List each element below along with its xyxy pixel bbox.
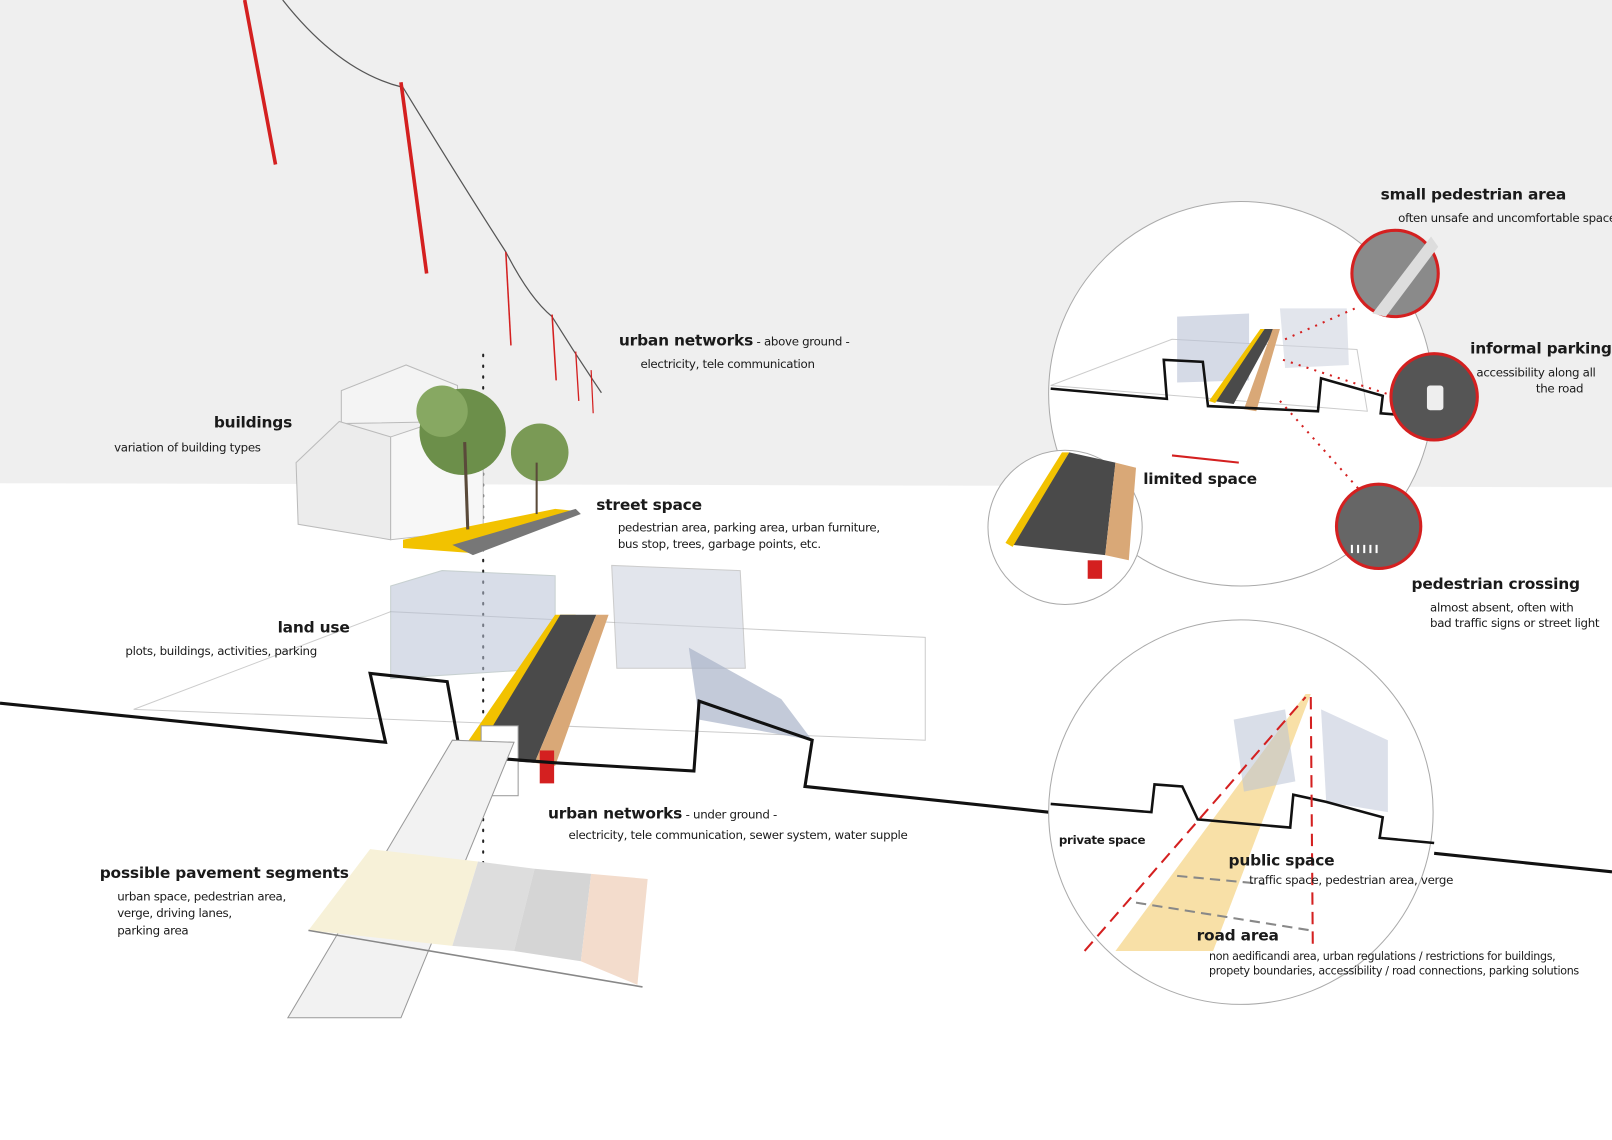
- red-dotted-callout-lines: [1279, 307, 1394, 500]
- desc-urban-networks-above: electricity, tele communication: [640, 356, 815, 372]
- desc-pedestrian-crossing-2: bad traffic signs or street light: [1430, 615, 1600, 631]
- desc-urban-networks-under: electricity, tele communication, sewer s…: [568, 827, 908, 842]
- desc-street-space-1: pedestrian area, parking area, urban fur…: [617, 520, 880, 535]
- detail-circle-informal-parking: [1389, 352, 1479, 442]
- desc-pavement-3: parking area: [117, 923, 189, 938]
- detail-circle-small-pedestrian: [1350, 228, 1440, 319]
- desc-public-space: traffic space, pedestrian area, verge: [1249, 872, 1454, 888]
- label-road-area: road area: [1196, 926, 1279, 945]
- label-buildings: buildings: [213, 413, 293, 432]
- utility-poles: [242, 0, 594, 414]
- desc-pedestrian-crossing-1: almost absent, often with: [1430, 600, 1574, 615]
- label-street-space: street space: [596, 495, 702, 515]
- desc-small-pedestrian-area: often unsafe and uncomfortable space: [1398, 210, 1612, 226]
- label-public-space: public space: [1228, 851, 1335, 870]
- desc-pavement-1: urban space, pedestrian area,: [117, 889, 286, 904]
- detail-circle-pedestrian-crossing: [1334, 482, 1423, 571]
- buildings-block: [295, 364, 581, 556]
- label-urban-networks-above: urban networks - above ground -: [619, 330, 850, 350]
- limited-space-circle: [1048, 200, 1434, 587]
- label-limited-space: limited space: [1143, 469, 1257, 489]
- title: urban networks: [618, 331, 754, 350]
- pavement-segments: [286, 739, 648, 1019]
- title: urban networks: [547, 803, 683, 823]
- desc-road-area-2: propety boundaries, accessibility / road…: [1208, 964, 1579, 978]
- label-pavement-segments: possible pavement segments: [99, 863, 349, 883]
- desc-land-use: plots, buildings, activities, parking: [125, 643, 317, 658]
- detail-circle-road-section: [987, 449, 1143, 606]
- desc-buildings: variation of building types: [114, 440, 261, 455]
- label-small-pedestrian-area: small pedestrian area: [1380, 185, 1567, 204]
- label-informal-parking: informal parking: [1470, 339, 1612, 358]
- desc-pavement-2: verge, driving lanes,: [117, 905, 232, 921]
- suffix: - under ground -: [682, 807, 778, 822]
- desc-street-space-2: bus stop, trees, garbage points, etc.: [617, 536, 821, 552]
- suffix: - above ground -: [753, 334, 850, 349]
- public-space-circle: [1048, 619, 1435, 1005]
- desc-informal-parking-1: accessibility along all: [1476, 364, 1596, 380]
- label-land-use: land use: [277, 617, 350, 637]
- ground-section-line: [0, 671, 1049, 814]
- desc-road-area-1: non aedificandi area, urban regulations …: [1208, 949, 1556, 964]
- label-urban-networks-under: urban networks - under ground -: [548, 803, 777, 823]
- desc-informal-parking-2: the road: [1535, 381, 1584, 396]
- label-pedestrian-crossing: pedestrian crossing: [1411, 574, 1581, 594]
- overhead-wire: [282, 0, 602, 394]
- label-private-space: private space: [1058, 832, 1146, 848]
